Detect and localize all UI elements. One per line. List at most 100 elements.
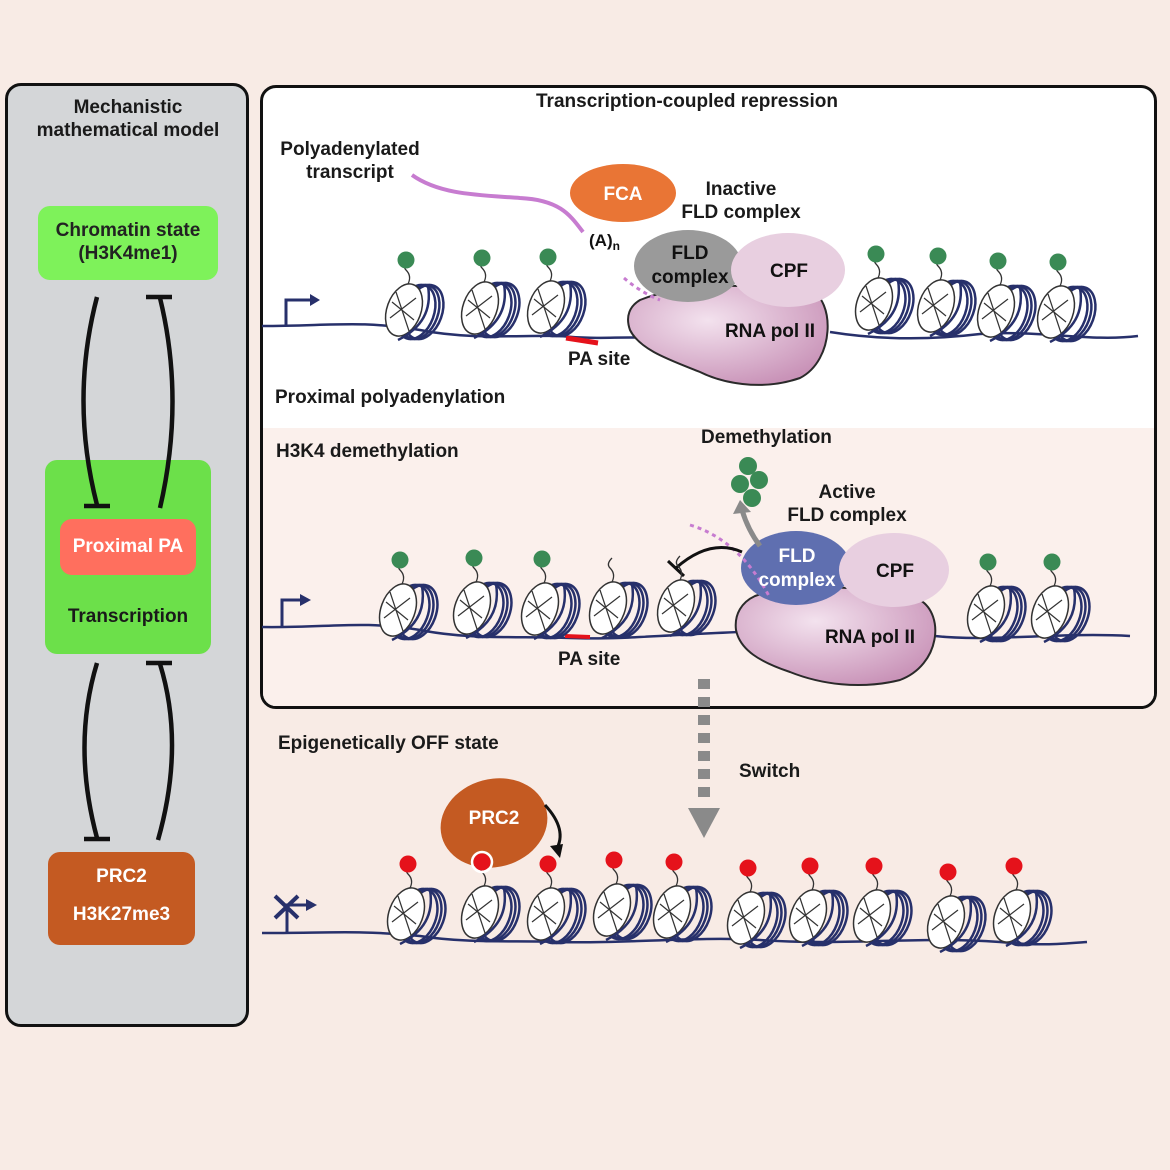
inactive-fld-line2: FLD complex [681,202,801,223]
nucleosome-bottom [992,857,1053,948]
inhibit-arrow-prc2-to-transcription [155,663,175,841]
nucleosome-bottom [526,855,587,946]
pa-site-label-top: PA site [568,349,631,370]
transcript-label-line2: transcript [306,162,394,183]
chromatin-state-line2: (H3K4me1) [78,243,178,264]
nucleosome-middle-unmarked [588,557,649,640]
tss-blocked-arrow [273,894,317,932]
h3k4me1-mark [989,252,1007,270]
h3k4me1-mark [929,247,947,265]
proximal-pa-box: Proximal PA [60,519,196,575]
nucleosome-middle [520,550,581,641]
pa-site-mark-top [565,335,599,346]
h3k4me1-mark [979,553,997,571]
epigenetic-off-title: Epigenetically OFF state [278,733,499,754]
demethylation-inhibition-arc [675,546,743,570]
prc2-box: PRC2 H3K27me3 [48,852,195,945]
h3k27me3-mark [801,857,819,875]
pa-site-label-middle: PA site [558,649,621,670]
fca-protein [570,164,676,222]
pa-site-mark-middle [564,634,591,639]
active-fld-line2: FLD complex [787,505,907,526]
nucleosome-middle [452,549,513,640]
mechanism-panel [260,85,1157,709]
fld-top-line1: FLD [672,243,709,264]
released-methyl-groups [731,457,768,507]
nucleosome-bottom [592,851,653,942]
dna-strand-middle [261,623,1131,640]
fca-label: FCA [603,184,642,205]
nucleosome-bottom [852,857,913,948]
h3k4me1-mark [473,249,491,267]
chromatin-state-box: Chromatin state (H3K4me1) [38,206,218,280]
transcript-label: Polyadenylated transcript [270,138,430,184]
nucleosome-top [384,251,445,342]
nucleosome-top [916,247,977,338]
h3k27me3-mark [939,863,957,881]
fld-middle-line1: FLD [779,546,816,567]
model-title-line1: Mechanistic [73,97,183,118]
prc2-bottom-label: PRC2 [469,808,520,829]
nucleosome-middle [1030,553,1091,644]
model-title-line2: mathematical model [36,120,220,141]
nucleosome-top [460,249,521,340]
h3k27me3-mark [739,859,757,877]
dotted-rna-top [623,276,661,302]
h3k4me1-mark [539,248,557,266]
polyadenylated-transcript [410,173,585,234]
proximal-polyadenylation-label: Proximal polyadenylation [275,387,506,408]
cpf-middle [839,533,949,607]
h3k4me1-mark [867,245,885,263]
nucleosome-bottom [460,853,521,944]
h3k27me3-mark [473,853,491,871]
demethylation-section-bg [263,428,1154,706]
nucleosome-bottom [926,863,987,954]
h3k27me3-mark [1005,857,1023,875]
h3k4me1-mark [533,550,551,568]
h3k4me1-mark [465,549,483,567]
transcription-label: Transcription [67,606,189,627]
nucleosome-top [976,252,1037,343]
nucleosome-top [1036,253,1097,344]
inhibit-arrow-transcription-to-prc2 [82,662,100,839]
h3k27me3-mark [605,851,623,869]
prc2-contact-ring [470,850,494,874]
nucleosome-top [854,245,915,336]
nucleosome-bottom [386,855,447,946]
active-fld-label: Active FLD complex [778,481,916,527]
prc2-protein [440,778,548,868]
inactive-fld-line1: Inactive [705,179,777,200]
h3k27me3-mark [665,853,683,871]
nucleosome-middle [966,553,1027,644]
active-fld-line1: Active [818,482,876,503]
poly-a-tail-label: (A)n [589,231,620,253]
inactive-fld-label: Inactive FLD complex [672,178,810,224]
fld-complex-active [741,531,851,605]
nucleosome-bottom [652,853,713,944]
nucleosome-middle-unmarked [656,555,717,638]
inhibit-arrow-pa-to-chromatin [157,297,175,509]
nucleosome-top [526,248,587,339]
switch-label: Switch [739,761,801,782]
released-methyl-arrow [739,509,763,548]
transcription-coupled-title: Transcription-coupled repression [536,91,838,112]
h3k27me3-mark [865,857,883,875]
switch-arrow [688,679,720,838]
demethylation-label: Demethylation [701,427,832,448]
h3k27me3-label: H3K27me3 [72,904,171,925]
nucleosome-bottom [788,857,849,948]
rna-pol-middle-label: RNA pol II [825,627,915,648]
h3k4me1-mark [1049,253,1067,271]
prc2-label: PRC2 [96,866,147,887]
h3k4-demethylation-title: H3K4 demethylation [276,441,459,462]
fld-complex-inactive [634,230,742,302]
cpf-middle-label: CPF [876,561,914,582]
tss-arrow-top [284,294,320,325]
tss-arrow-middle [280,594,311,626]
dotted-rna-middle [689,523,772,599]
prc2-spreading-arrow [543,803,562,851]
model-title: Mechanistic mathematical model [10,96,246,142]
h3k4me1-mark [397,251,415,269]
inhibit-arrow-chromatin-to-pa [81,296,100,506]
